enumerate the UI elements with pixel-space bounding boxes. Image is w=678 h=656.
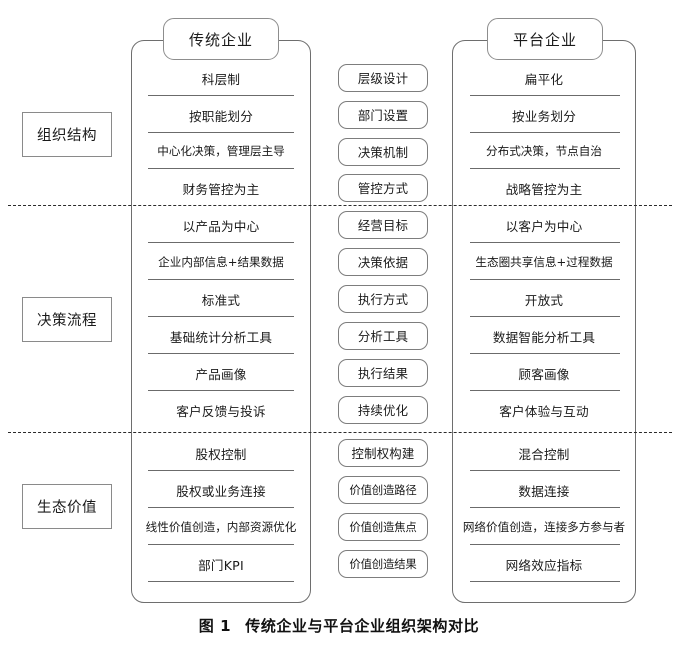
row-rule [148,95,294,96]
aspect-pill-3: 管控方式 [338,174,428,202]
category-label-decision-process: 决策流程 [22,297,112,342]
platform-cell-5: 生态圈共享信息+过程数据 [475,255,613,269]
row-rule [470,544,620,545]
row-rule [148,242,294,243]
row-rule [148,316,294,317]
category-label-text: 组织结构 [37,128,97,144]
section-divider-structure-process [8,205,672,206]
platform-cell-6: 开放式 [524,292,564,308]
row-rule [470,470,620,471]
header-platform-label: 平台企业 [512,30,577,49]
row-rule [470,132,620,133]
header-traditional-enterprise: 传统企业 [163,18,279,60]
section-divider-process-value [8,432,672,433]
traditional-cell-1: 按职能划分 [189,108,253,124]
traditional-cell-9: 客户反馈与投诉 [176,403,266,419]
aspect-pill-8: 执行结果 [338,359,428,387]
row-rule [148,470,294,471]
aspect-pill-1: 部门设置 [338,101,428,129]
traditional-cell-0: 科层制 [201,71,241,87]
aspect-pill-9: 持续优化 [338,396,428,424]
platform-cell-0: 扁平化 [524,71,564,87]
row-rule [148,168,294,169]
platform-cell-11: 数据连接 [518,483,570,499]
row-rule [470,353,620,354]
aspect-pill-11: 价值创造路径 [338,476,428,504]
row-rule [470,316,620,317]
row-rule [148,390,294,391]
row-rule [470,168,620,169]
platform-cell-13: 网络效应指标 [505,557,583,573]
row-rule [148,544,294,545]
row-rule [470,242,620,243]
aspect-pill-2: 决策机制 [338,138,428,166]
figure-caption-text: 传统企业与平台企业组织架构对比 [245,617,480,635]
row-rule [148,581,294,582]
header-platform-enterprise: 平台企业 [487,18,603,60]
aspect-pill-0: 层级设计 [338,64,428,92]
platform-cell-9: 客户体验与互动 [499,403,589,419]
row-rule [470,279,620,280]
header-traditional-label: 传统企业 [188,30,253,49]
platform-cell-2: 分布式决策，节点自治 [486,144,602,158]
row-rule [470,95,620,96]
traditional-cell-2: 中心化决策，管理层主导 [157,144,285,158]
traditional-cell-7: 基础统计分析工具 [169,329,273,345]
aspect-pill-4: 经营目标 [338,211,428,239]
row-rule [148,353,294,354]
traditional-cell-13: 部门KPI [198,557,244,573]
traditional-cell-3: 财务管控为主 [182,181,260,197]
traditional-cell-5: 企业内部信息+结果数据 [158,255,284,269]
platform-cell-12: 网络价值创造，连接多方参与者 [462,520,626,534]
aspect-pill-7: 分析工具 [338,322,428,350]
row-rule [470,581,620,582]
aspect-pill-13: 价值创造结果 [338,550,428,578]
category-label-ecosystem-value: 生态价值 [22,484,112,529]
aspect-pill-5: 决策依据 [338,248,428,276]
traditional-cell-6: 标准式 [201,292,241,308]
aspect-pill-6: 执行方式 [338,285,428,313]
traditional-cell-4: 以产品为中心 [182,218,260,234]
traditional-cell-10: 股权控制 [195,446,247,462]
figure-caption-number: 图 1 [198,617,232,635]
category-label-text: 决策流程 [37,313,97,329]
row-rule [470,507,620,508]
row-rule [148,507,294,508]
platform-cell-4: 以客户为中心 [505,218,583,234]
category-label-text: 生态价值 [37,500,97,516]
traditional-cell-11: 股权或业务连接 [176,483,266,499]
category-label-organization-structure: 组织结构 [22,112,112,157]
row-rule [148,132,294,133]
row-rule [148,279,294,280]
traditional-cell-12: 线性价值创造，内部资源优化 [145,520,297,534]
traditional-cell-8: 产品画像 [195,366,247,382]
platform-cell-8: 顾客画像 [518,366,570,382]
platform-cell-10: 混合控制 [518,446,570,462]
aspect-pill-12: 价值创造焦点 [338,513,428,541]
platform-cell-3: 战略管控为主 [505,181,583,197]
platform-cell-1: 按业务划分 [512,108,576,124]
aspect-pill-10: 控制权构建 [338,439,428,467]
figure-caption: 图 1 传统企业与平台企业组织架构对比 [0,615,678,636]
row-rule [470,390,620,391]
platform-cell-7: 数据智能分析工具 [492,329,596,345]
